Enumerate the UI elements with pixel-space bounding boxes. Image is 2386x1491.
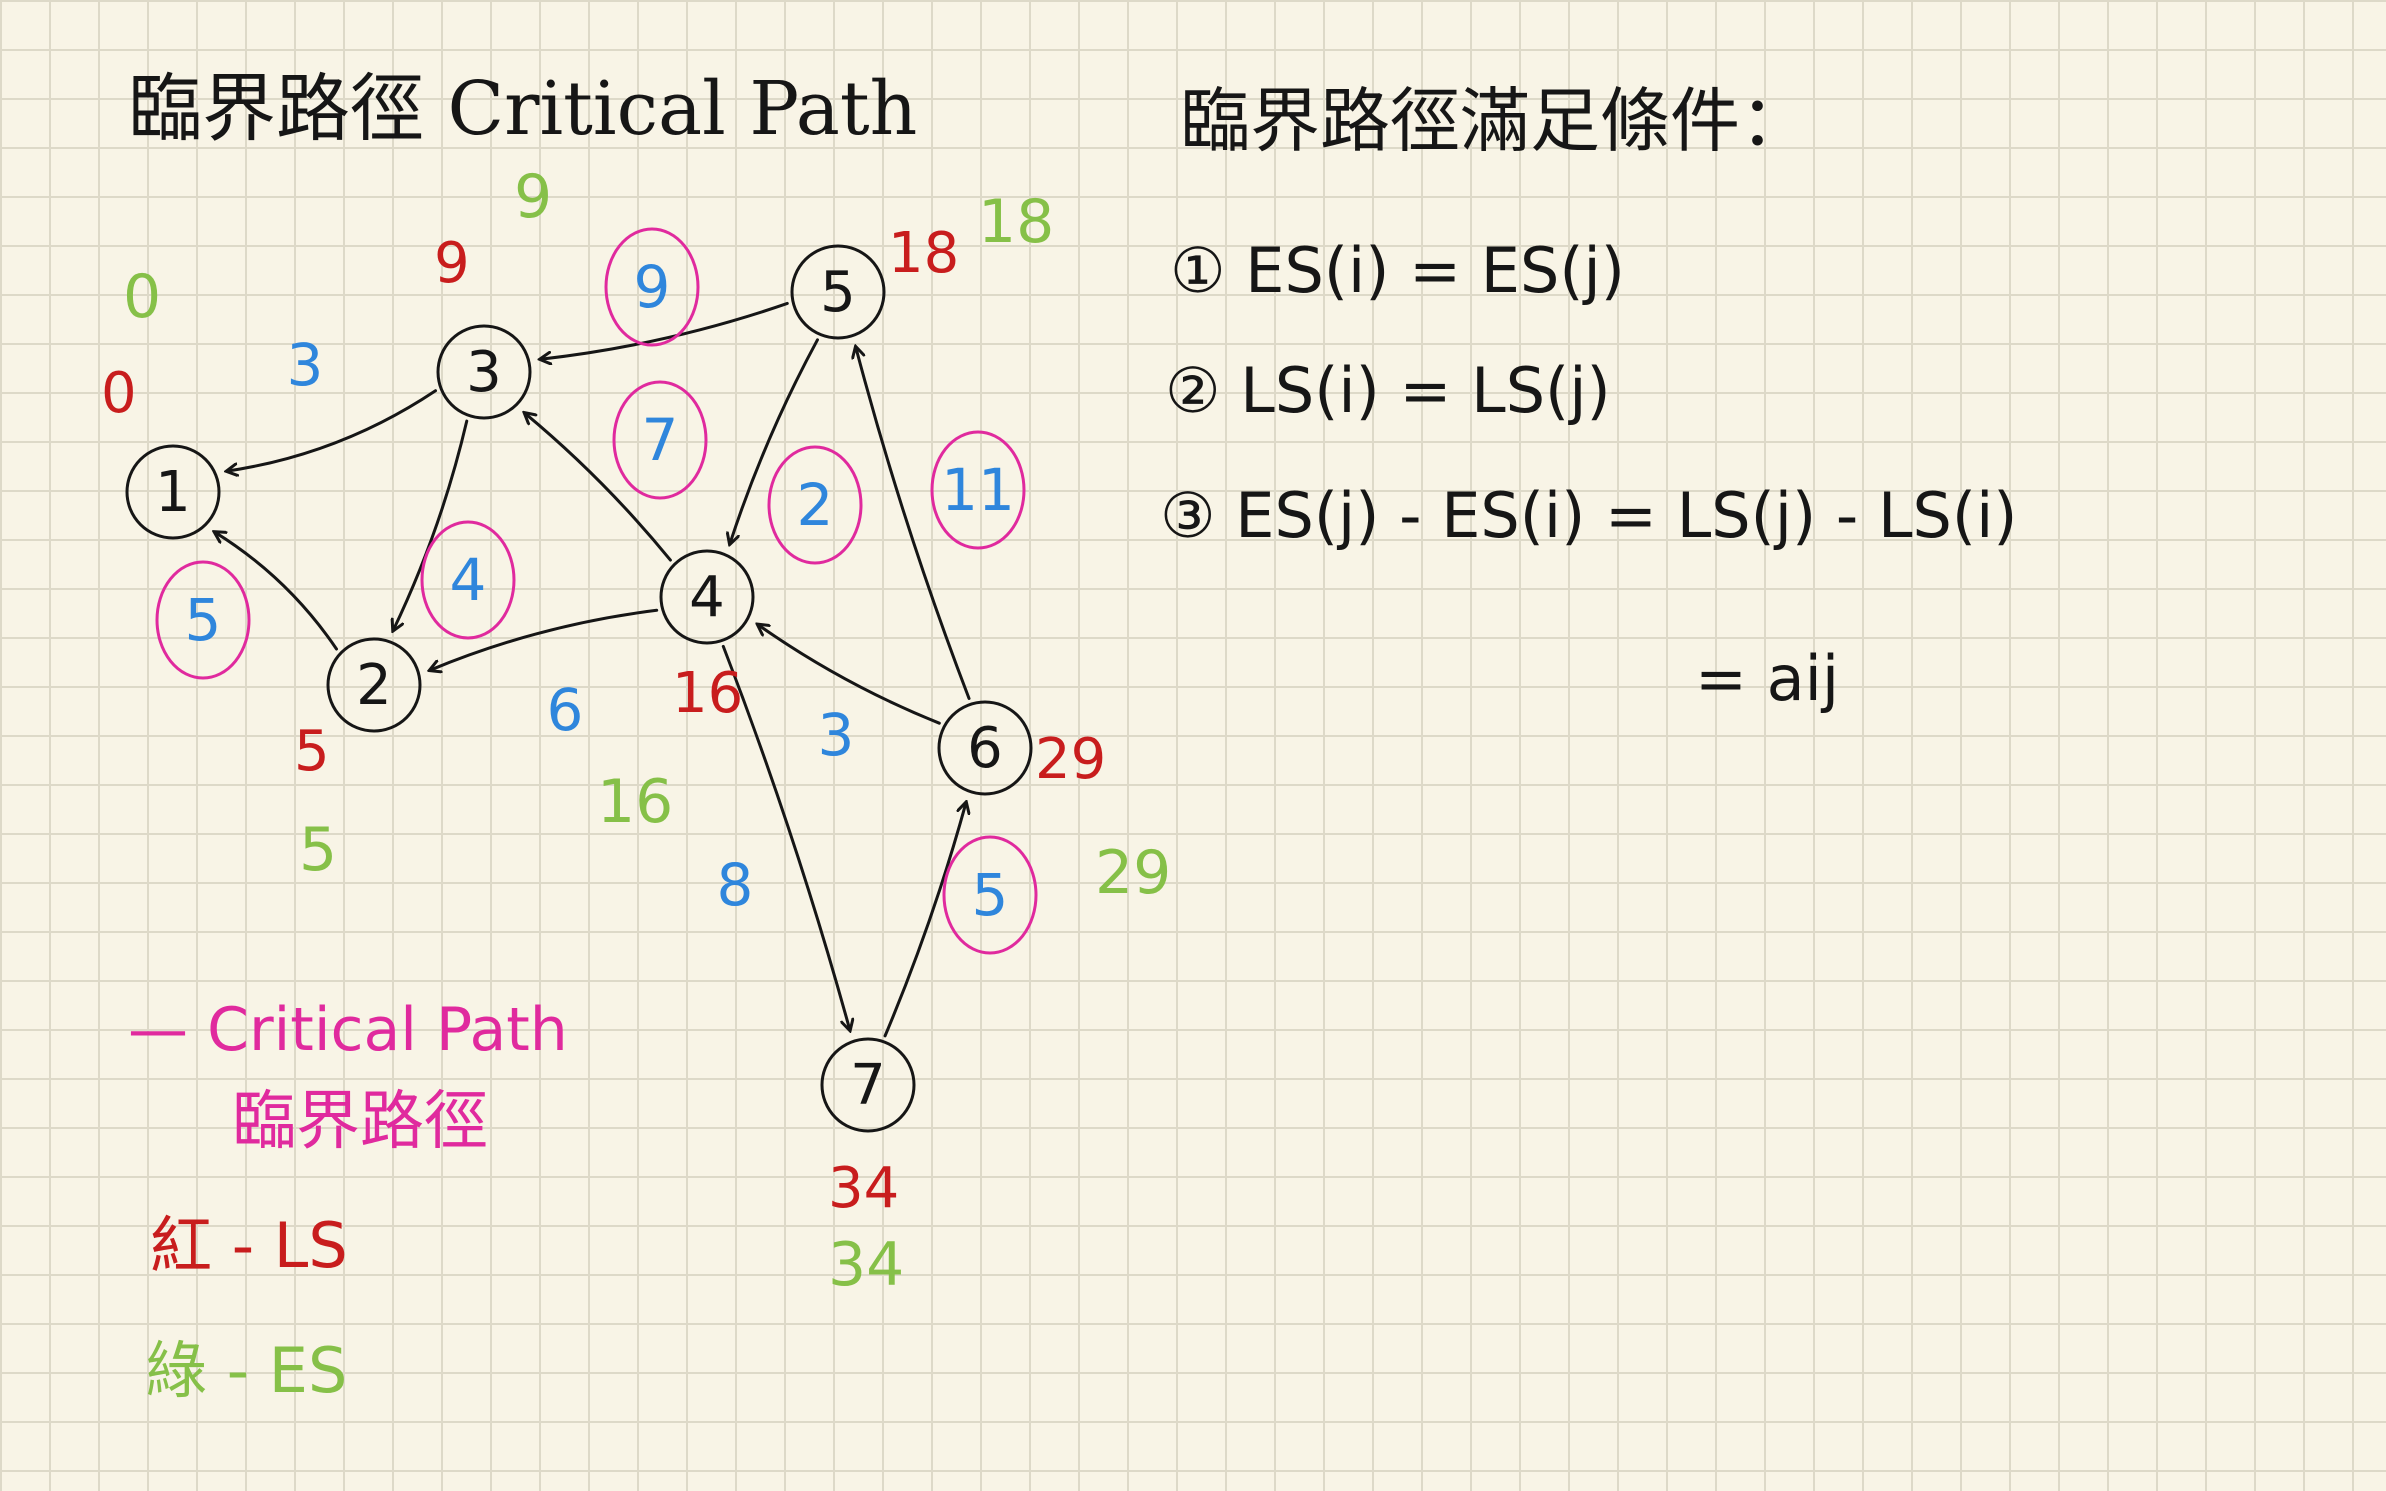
edge-4-3	[525, 413, 672, 562]
critical-marker-4-3	[612, 380, 708, 500]
node-ls-6: 29	[1035, 727, 1106, 792]
node-label-2: 2	[356, 653, 392, 718]
edge-layer	[215, 301, 971, 1038]
node-es-7: 34	[828, 1230, 904, 1300]
node-es-1: 0	[123, 262, 161, 332]
node-es-5: 18	[978, 187, 1054, 257]
node-es-6: 29	[1095, 838, 1171, 908]
edge-weight-6-5: 11	[941, 456, 1015, 524]
edge-weight-2-1: 5	[185, 586, 222, 654]
node-label-6: 6	[967, 716, 1003, 781]
legend-ls: 紅 - LS	[150, 1209, 348, 1282]
node-circle-7	[820, 1037, 916, 1133]
node-circle-5	[790, 244, 886, 340]
critical-marker-5-3	[604, 227, 700, 347]
node-label-3: 3	[466, 340, 502, 405]
legend-es: 綠 - ES	[145, 1334, 348, 1407]
condition-1: ① ES(i) = ES(j)	[1170, 234, 1625, 307]
condition-3: ③ ES(j) - ES(i) = LS(j) - LS(i)	[1160, 479, 2018, 552]
node-label-5: 5	[820, 260, 856, 325]
node-layer: 1 2 3 4 5 6 7	[125, 244, 1033, 1133]
edge-6-5	[856, 347, 971, 701]
edge-5-3	[541, 301, 789, 359]
edge-weight-4-7: 8	[717, 851, 754, 919]
critical-marker-2-1	[155, 560, 251, 680]
critical-marker-6-5	[930, 430, 1026, 550]
edge-3-2	[393, 419, 469, 630]
node-ls-3: 9	[434, 231, 470, 296]
node-ls-1: 0	[101, 361, 137, 426]
edge-4-7	[721, 644, 850, 1030]
edge-7-6	[883, 803, 966, 1038]
edge-weight-4-3: 7	[642, 406, 679, 474]
node-circle-3	[436, 324, 532, 420]
node-circle-1	[125, 444, 221, 540]
node-es-3: 9	[514, 162, 552, 232]
node-label-4: 4	[689, 565, 725, 630]
node-es-4: 16	[597, 767, 673, 837]
legend-critical-path: — Critical Path	[128, 995, 568, 1065]
node-circle-4	[659, 549, 755, 645]
edge-weight-6-4: 3	[818, 701, 855, 769]
node-ls-7: 34	[828, 1156, 899, 1221]
node-ls-2: 5	[294, 719, 330, 784]
legend-critical-path-zh: 臨界路徑	[232, 1085, 488, 1159]
edge-weight-3-2: 4	[450, 546, 487, 614]
edge-4-2	[430, 608, 659, 670]
edge-3-1	[227, 389, 437, 471]
critical-marker-5-4	[767, 445, 863, 565]
critical-marker-3-2	[420, 520, 516, 640]
condition-continuation: = aij	[1695, 642, 1840, 715]
node-ls-5: 18	[888, 221, 959, 286]
node-es-2: 5	[299, 815, 337, 885]
edge-6-4	[758, 625, 941, 725]
node-ls-4: 16	[672, 661, 743, 726]
condition-2: ② LS(i) = LS(j)	[1165, 354, 1611, 427]
critical-marker-7-6	[942, 835, 1038, 955]
node-circle-6	[937, 700, 1033, 796]
node-label-1: 1	[155, 460, 191, 525]
conditions-heading: 臨界路徑滿足條件：	[1180, 80, 1810, 162]
page-title: 臨界路徑 Critical Path	[128, 66, 918, 152]
edge-5-4	[730, 338, 819, 544]
edge-weight-5-4: 2	[797, 471, 834, 539]
node-label-7: 7	[850, 1053, 886, 1118]
edge-weight-5-3: 9	[634, 253, 671, 321]
node-circle-2	[326, 637, 422, 733]
edge-2-1	[215, 532, 338, 651]
edge-weight-4-2: 6	[547, 676, 584, 744]
edge-weight-7-6: 5	[972, 861, 1009, 929]
edge-weight-3-1: 3	[287, 331, 324, 399]
